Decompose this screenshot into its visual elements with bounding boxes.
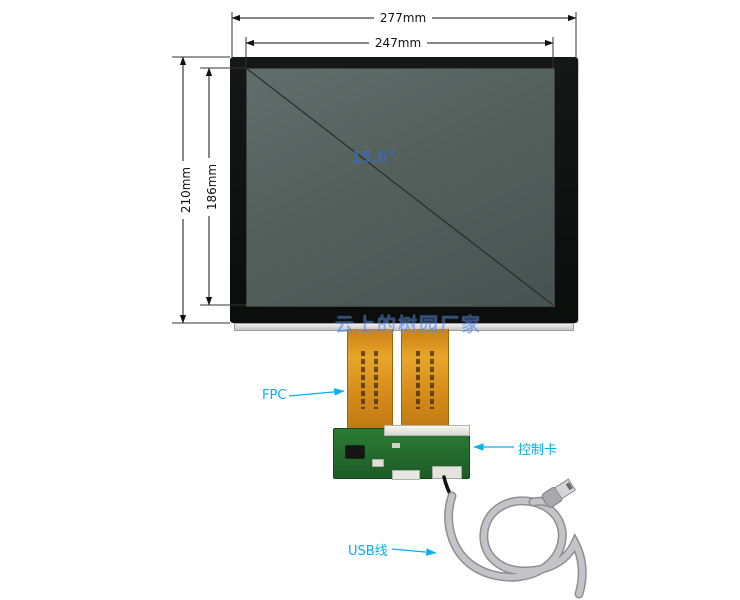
diagonal-size-label: 15.6”	[352, 148, 396, 166]
dim-label-inner-width: 247mm	[369, 36, 427, 50]
watermark-text: 云上的树园厂家	[335, 314, 483, 336]
fpc-cable-left	[347, 329, 393, 430]
dim-label-outer-height: 210mm	[179, 161, 193, 219]
board-fpc-connector	[384, 425, 470, 436]
fpc-label: FPC	[262, 388, 287, 403]
board-bottom-connector	[392, 470, 420, 480]
usb-cable-label: USB线	[348, 544, 388, 559]
fpc-print-marks	[361, 351, 366, 409]
usb-cable-coil	[444, 491, 587, 599]
board-wire	[442, 475, 454, 500]
control-card-label: 控制卡	[518, 443, 558, 458]
panel-screen	[246, 68, 555, 307]
panel-bezel	[230, 57, 578, 323]
dim-label-outer-width: 277mm	[374, 11, 432, 25]
fpc-print-marks	[429, 351, 434, 409]
fpc-print-marks	[415, 351, 420, 409]
board-ic-chip	[346, 446, 364, 458]
usb-plug	[541, 478, 577, 508]
board-component	[392, 443, 400, 448]
dim-label-inner-height: 186mm	[205, 158, 219, 216]
control-board	[333, 425, 470, 480]
board-usb-connector	[432, 466, 462, 479]
fpc-print-marks	[374, 351, 379, 409]
board-component	[372, 459, 384, 467]
fpc-cable-right	[401, 329, 449, 430]
